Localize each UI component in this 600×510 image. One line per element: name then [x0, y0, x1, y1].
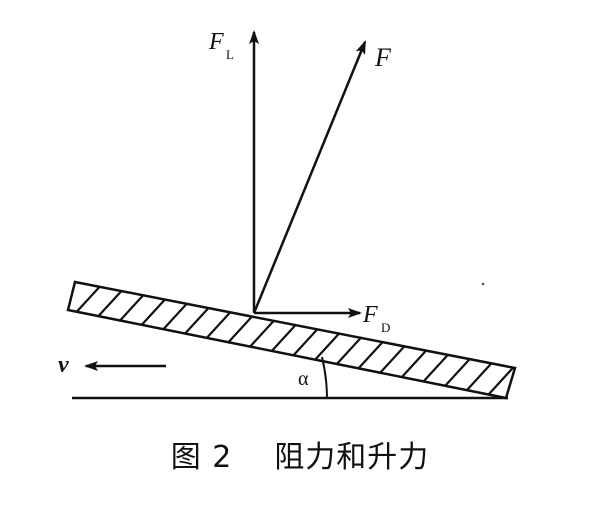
- lift-force-label: F: [208, 29, 224, 55]
- figure-title: 阻力和升力: [274, 440, 430, 475]
- lift-force-subscript: L: [226, 47, 234, 62]
- velocity-label: v: [58, 352, 69, 378]
- drag-force-label: F: [362, 302, 378, 328]
- angle-arc: [321, 356, 328, 399]
- resultant-force-label: F: [374, 43, 392, 72]
- figure-number: 图 2: [170, 440, 233, 475]
- angle-alpha-label: α: [298, 368, 309, 390]
- inclined-plate: [66, 280, 517, 400]
- stray-dot: [481, 282, 485, 286]
- drag-force-subscript: D: [381, 320, 390, 335]
- figure-caption: 图 2 阻力和升力: [0, 432, 600, 476]
- resultant-force-arrow: [252, 40, 367, 314]
